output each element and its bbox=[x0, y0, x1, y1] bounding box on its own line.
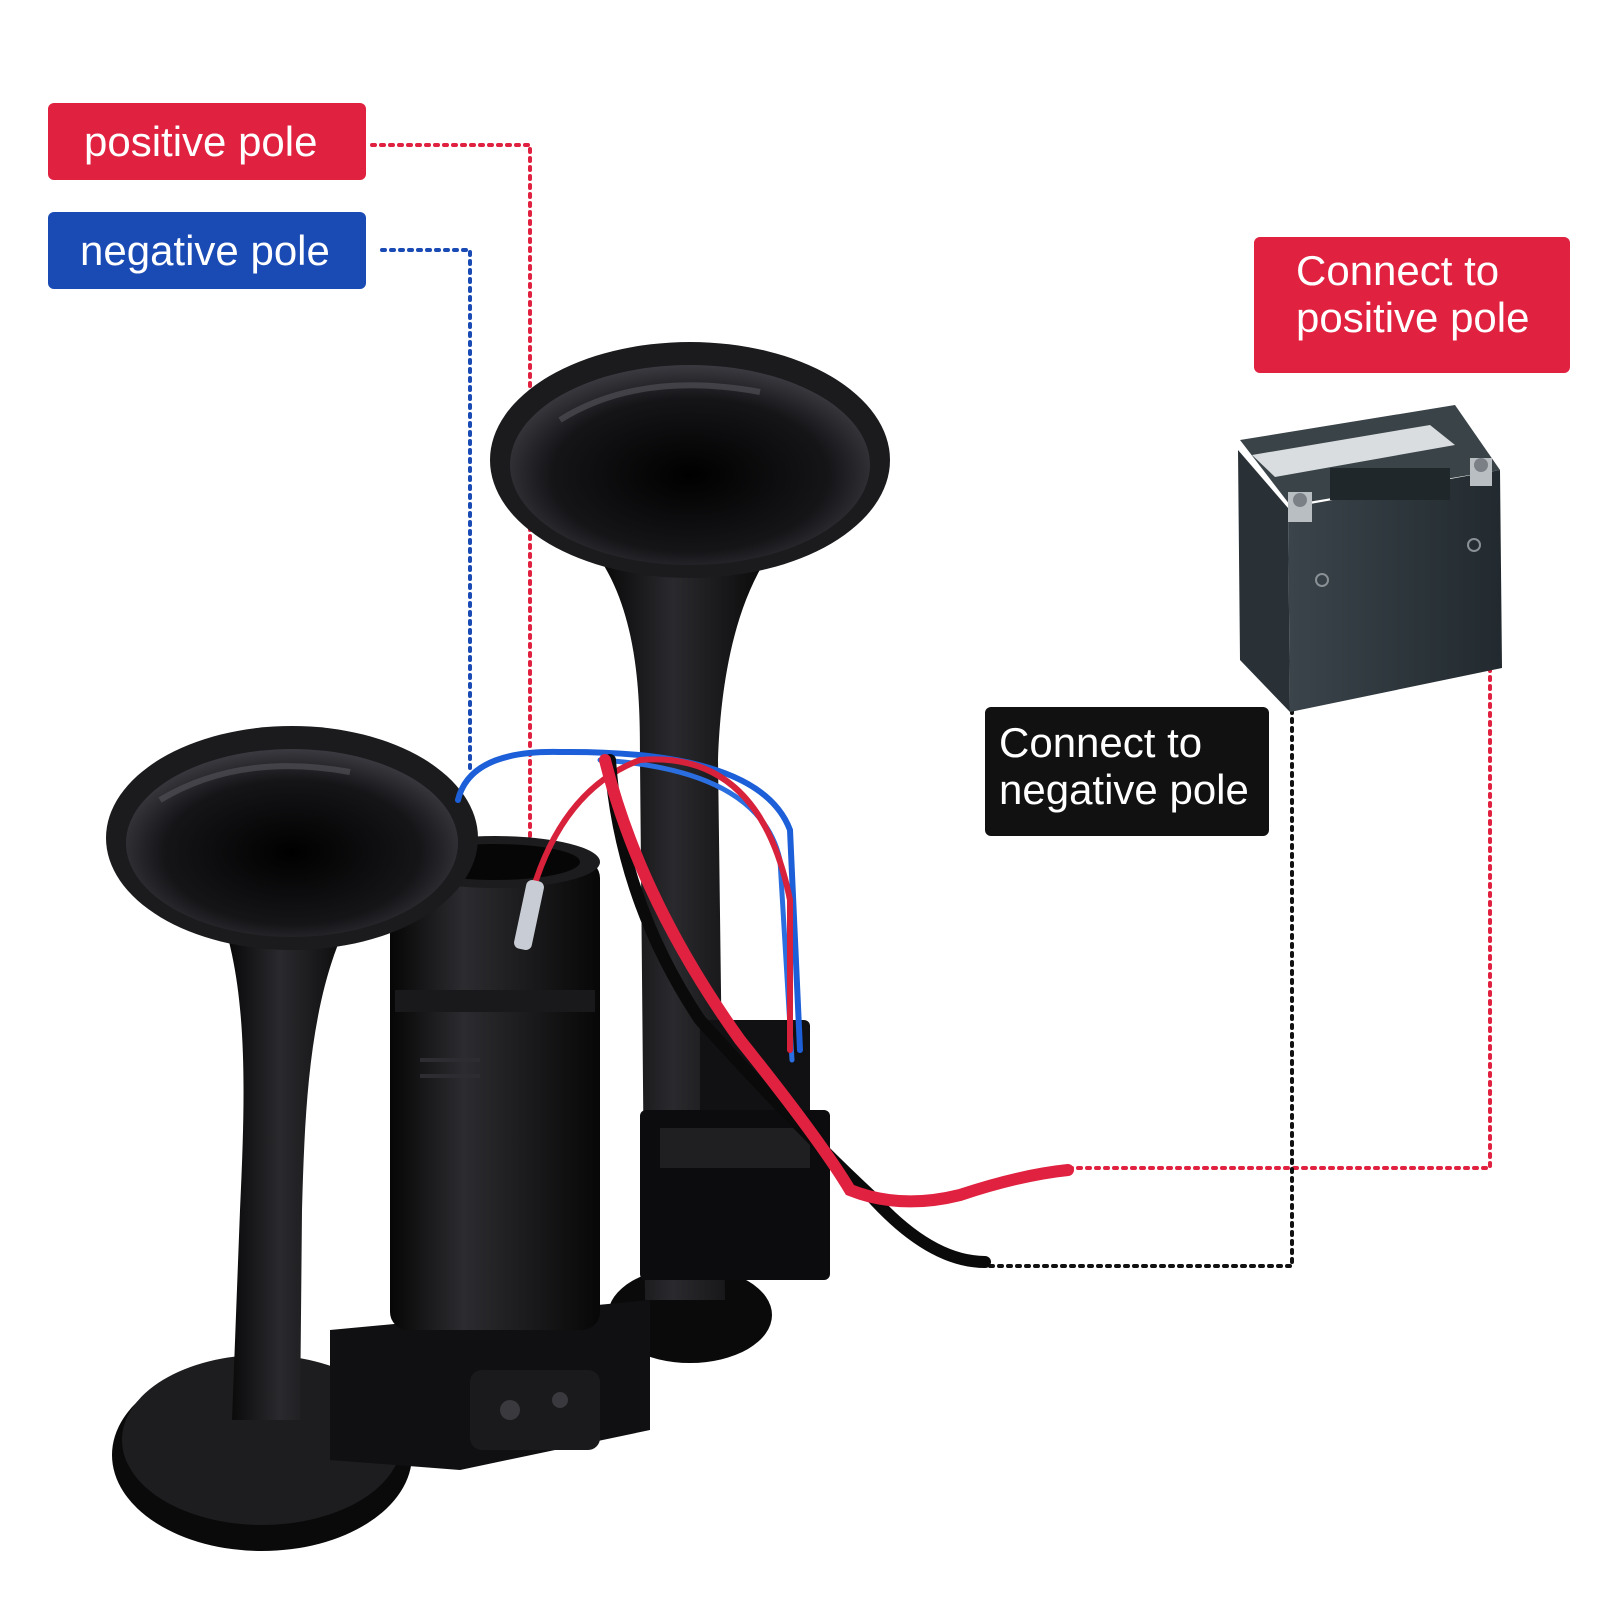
label-connect-negative: Connect to negative pole bbox=[985, 707, 1269, 836]
wires bbox=[455, 748, 1074, 1268]
red-wire-terminal bbox=[527, 756, 793, 1053]
label-connect-positive-line2: positive pole bbox=[1296, 294, 1530, 342]
label-connect-negative-line2: negative pole bbox=[999, 766, 1249, 814]
leader-positive-pole bbox=[370, 143, 532, 887]
horn-assembly-image bbox=[106, 342, 890, 1551]
blue-wire bbox=[455, 748, 803, 1053]
battery-icon bbox=[1238, 405, 1502, 712]
label-connect-positive-line1: Connect to bbox=[1296, 247, 1500, 294]
label-positive-pole: positive pole bbox=[48, 103, 366, 180]
leader-lines bbox=[370, 143, 1492, 1268]
leader-negative-pole bbox=[380, 248, 472, 772]
red-wire-out bbox=[599, 754, 1074, 1208]
label-negative-pole: negative pole bbox=[48, 212, 366, 289]
leader-battery-positive bbox=[1063, 468, 1492, 1170]
black-wire bbox=[604, 754, 991, 1268]
label-connect-negative-line1: Connect to bbox=[999, 719, 1203, 766]
leader-battery-negative bbox=[986, 708, 1294, 1268]
label-connect-positive: Connect to positive pole bbox=[1254, 237, 1570, 373]
